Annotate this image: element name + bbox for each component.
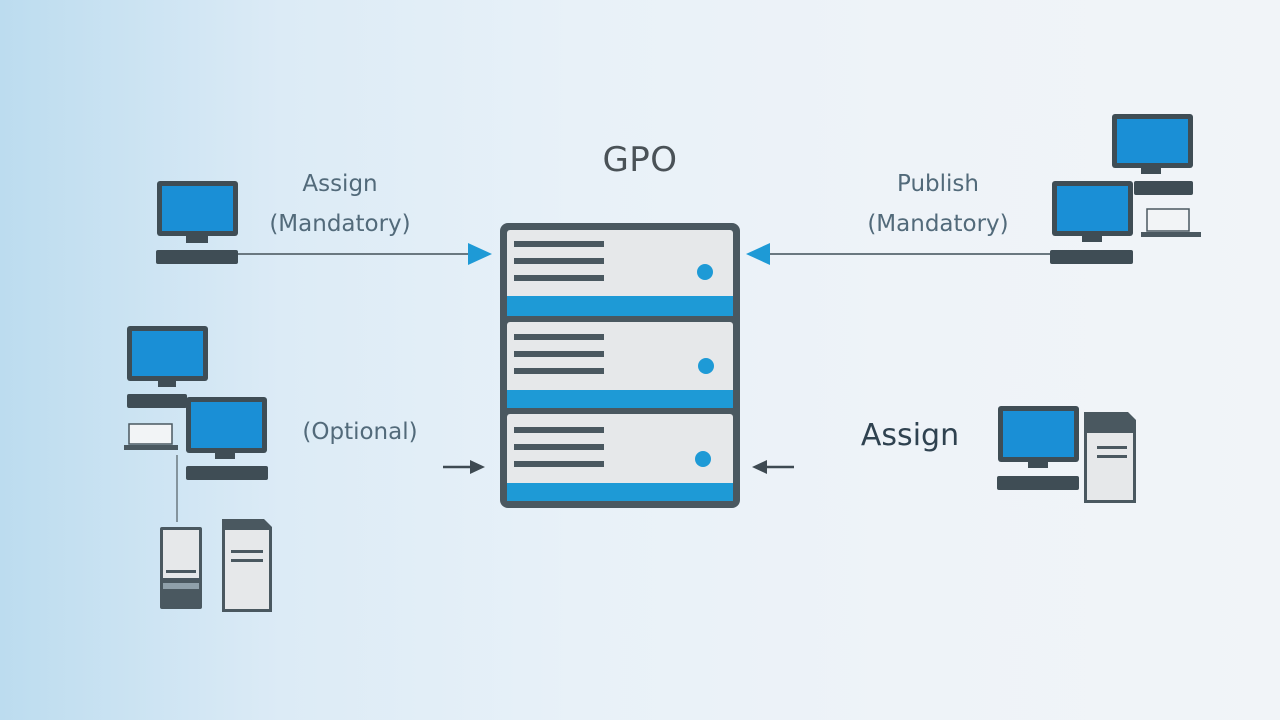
desktop-computer-icon — [127, 326, 208, 408]
tower-pc-icon — [160, 527, 202, 609]
server-unit-1 — [507, 230, 733, 316]
desktop-computer-icon — [1050, 181, 1133, 264]
server-unit-2 — [507, 322, 733, 408]
label-top-right: Publish (Mandatory) — [838, 164, 1038, 244]
label-mid-right: Assign — [860, 418, 960, 453]
desktop-computer-icon — [186, 397, 268, 480]
label-top-left-line2: (Mandatory) — [269, 211, 411, 237]
desktop-computer-icon — [156, 181, 238, 264]
arrow-top-right — [746, 243, 1050, 265]
server-rack-icon — [500, 223, 740, 508]
arrow-mid-right — [752, 460, 794, 474]
arrow-mid-left — [443, 460, 485, 474]
laptop-icon — [124, 423, 178, 450]
label-mid-left: (Optional) — [302, 419, 418, 445]
tower-pc-icon — [1084, 412, 1136, 503]
arrow-top-left — [238, 243, 492, 265]
label-top-right-line1: Publish — [897, 171, 979, 197]
desktop-computer-icon — [1112, 114, 1193, 195]
server-unit-3 — [507, 414, 733, 501]
laptop-icon — [1141, 208, 1201, 237]
label-top-right-line2: (Mandatory) — [867, 211, 1009, 237]
desktop-computer-icon — [997, 406, 1079, 490]
label-top-left-line1: Assign — [302, 171, 378, 197]
tower-pc-icon — [222, 519, 272, 612]
gpo-title: GPO — [602, 140, 678, 180]
label-top-left: Assign (Mandatory) — [240, 164, 440, 244]
